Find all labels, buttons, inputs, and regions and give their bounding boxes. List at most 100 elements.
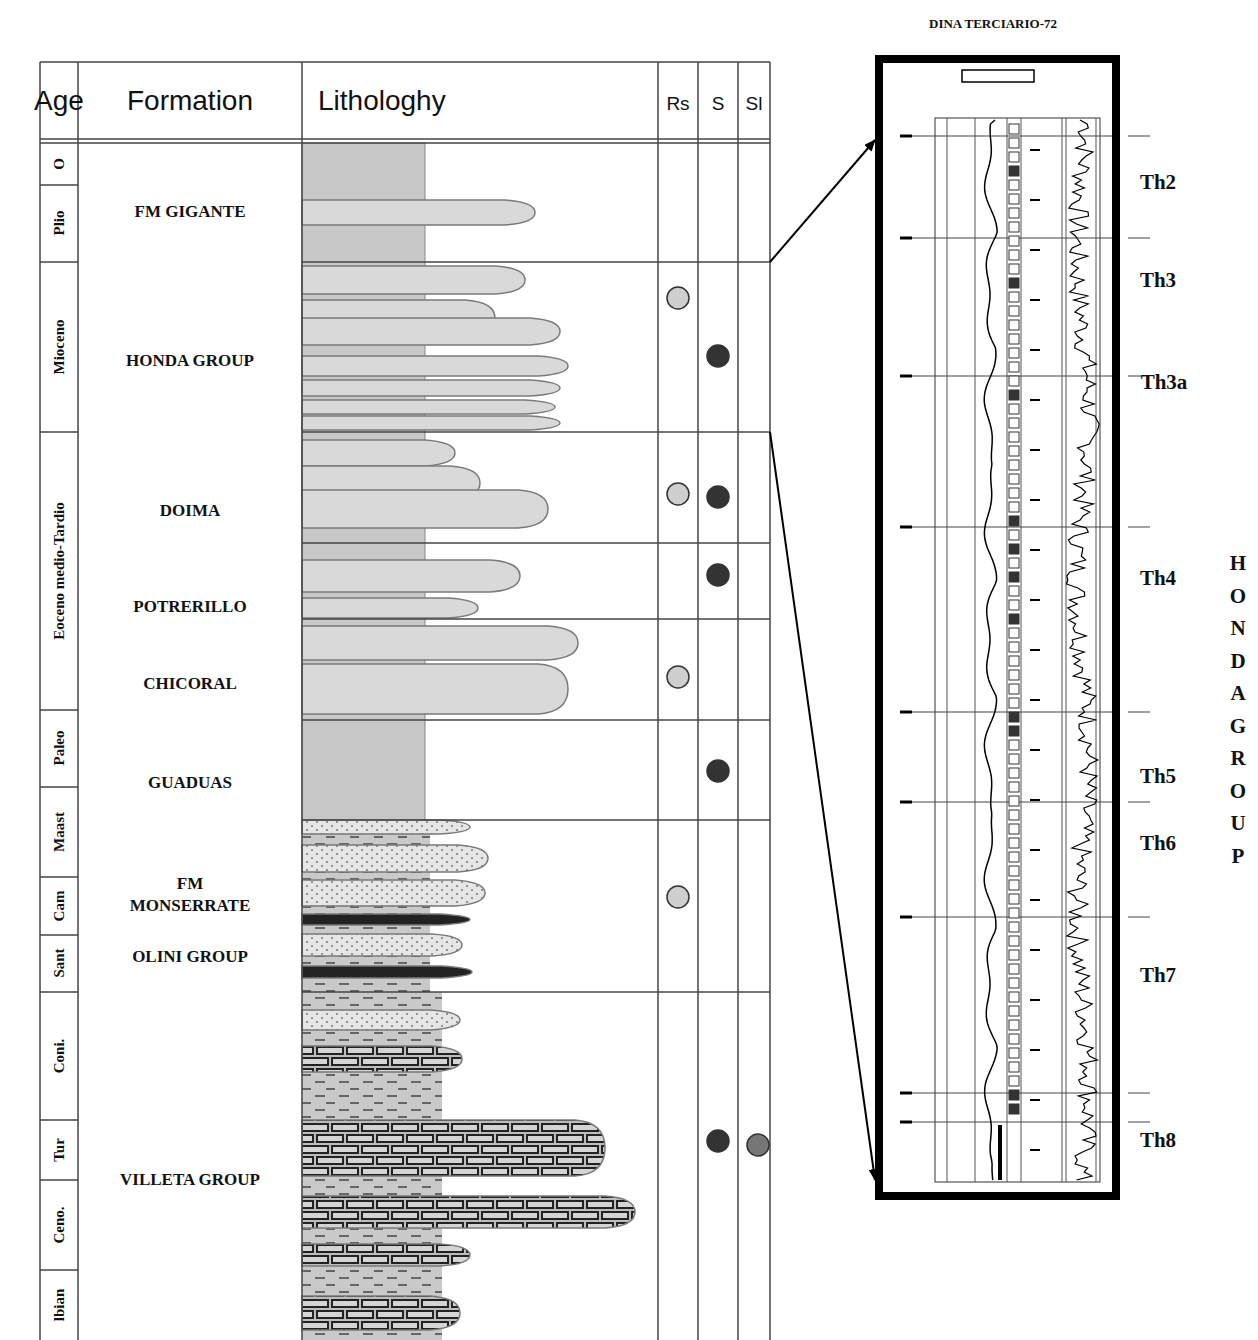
- formation-name: CHICORAL: [78, 673, 302, 695]
- sand-tongue: [302, 820, 470, 834]
- gamma-curve: [1067, 120, 1100, 1180]
- litho-cell: [1009, 292, 1019, 302]
- formation-name: HONDA GROUP: [78, 350, 302, 372]
- litho-cell: [1009, 264, 1019, 274]
- formation-name: VILLETA GROUP: [78, 1169, 302, 1191]
- litho-cell: [1009, 586, 1019, 596]
- litho-cell: [1009, 320, 1019, 330]
- depth-mark: [1030, 699, 1040, 701]
- zone-label: Th8: [1140, 1128, 1176, 1153]
- litho-cell: [1009, 180, 1019, 190]
- litho-cell: [1009, 1020, 1019, 1030]
- litho-cell: [1009, 684, 1019, 694]
- litho-cell: [1009, 698, 1019, 708]
- litho-cell: [1009, 1006, 1019, 1016]
- litho-cell: [1009, 810, 1019, 820]
- litho-cell: [1009, 152, 1019, 162]
- depth-mark: [1030, 1099, 1040, 1101]
- age-label: Mioceno: [51, 320, 68, 375]
- litho-cell: [1009, 838, 1019, 848]
- litho-cell: [1009, 1104, 1019, 1114]
- depth-mark: [1030, 299, 1040, 301]
- depth-tick: [900, 375, 912, 378]
- depth-mark: [1030, 1149, 1040, 1151]
- litho-cell: [1009, 824, 1019, 834]
- litho-cell: [1009, 600, 1019, 610]
- depth-mark: [1030, 849, 1040, 851]
- litho-cell: [1009, 1076, 1019, 1086]
- litho-cell: [1009, 474, 1019, 484]
- zone-line: [900, 1122, 1112, 1123]
- sand-tongue: [302, 966, 472, 978]
- age-label: Ceno.: [51, 1206, 68, 1243]
- litho-cell: [1009, 796, 1019, 806]
- sand-tongue: [302, 490, 548, 528]
- sand-tongue: [302, 598, 478, 618]
- age-label: Cam: [51, 891, 68, 922]
- litho-cell: [1009, 964, 1019, 974]
- litho-cell: [1009, 1048, 1019, 1058]
- litho-cell: [1009, 432, 1019, 442]
- litho-cell: [1009, 740, 1019, 750]
- depth-mark: [1030, 449, 1040, 451]
- depth-tick: [900, 711, 912, 714]
- sand-tongue: [302, 380, 560, 396]
- track-line: [1007, 118, 1008, 1182]
- litho-cell: [1009, 222, 1019, 232]
- sand-tongue: [302, 400, 555, 414]
- sand-tongue: [302, 1120, 605, 1176]
- sand-tongue: [302, 664, 568, 714]
- litho-cell: [1009, 1062, 1019, 1072]
- depth-tick: [900, 237, 912, 240]
- litho-cell: [1009, 250, 1019, 260]
- litho-cell: [1009, 334, 1019, 344]
- formation-row: GUADUAS: [78, 720, 770, 820]
- connector-arrow: [770, 432, 875, 1180]
- litho-cell: [1009, 782, 1019, 792]
- zone-label: Th3a: [1141, 370, 1188, 395]
- litho-cell: [1009, 488, 1019, 498]
- depth-tick: [900, 1092, 912, 1095]
- litho-cell: [1009, 404, 1019, 414]
- zone-label: Th2: [1140, 170, 1176, 195]
- depth-tick: [900, 135, 912, 138]
- age-label: Coni.: [51, 1039, 68, 1074]
- litho-cell: [1009, 936, 1019, 946]
- litho-cell: [1009, 502, 1019, 512]
- zone-label: Th3: [1140, 268, 1176, 293]
- sand-tongue: [302, 1244, 470, 1266]
- litho-cell: [1009, 726, 1019, 736]
- track-line: [975, 118, 976, 1182]
- formation-row: FM GIGANTE: [78, 143, 770, 262]
- formation-name: FM MONSERRATE: [128, 873, 253, 917]
- depth-mark: [1030, 799, 1040, 801]
- zone-tick: [1128, 527, 1150, 528]
- litho-cell: [1009, 558, 1019, 568]
- sand-tongue: [302, 626, 578, 660]
- depth-mark: [1030, 149, 1040, 151]
- formation-row: DOIMA: [78, 432, 770, 543]
- litho-cell: [1009, 278, 1019, 288]
- zone-label: Th4: [1140, 566, 1176, 591]
- litho-cell: [1009, 628, 1019, 638]
- log-tracks: [935, 118, 1100, 1182]
- litho-cell: [1009, 572, 1019, 582]
- formation-row: VILLETA GROUP: [78, 992, 770, 1340]
- depth-mark: [1030, 999, 1040, 1001]
- formation-row: CHICORAL: [78, 619, 770, 720]
- litho-cell: [1009, 544, 1019, 554]
- zone-label: Th6: [1140, 831, 1176, 856]
- formation-name: GUADUAS: [78, 772, 302, 794]
- formation-row: HONDA GROUP: [78, 262, 770, 432]
- litho-cell: [1009, 194, 1019, 204]
- sand-tongue: [302, 356, 568, 376]
- formation-row: FM MONSERRATEOLINI GROUP: [78, 820, 770, 992]
- litho-cell: [1009, 418, 1019, 428]
- litho-cell: [1009, 656, 1019, 666]
- litho-cell: [1009, 390, 1019, 400]
- column-header: Age: [34, 85, 84, 117]
- litho-cell: [1009, 208, 1019, 218]
- age-label: Maast: [51, 812, 68, 852]
